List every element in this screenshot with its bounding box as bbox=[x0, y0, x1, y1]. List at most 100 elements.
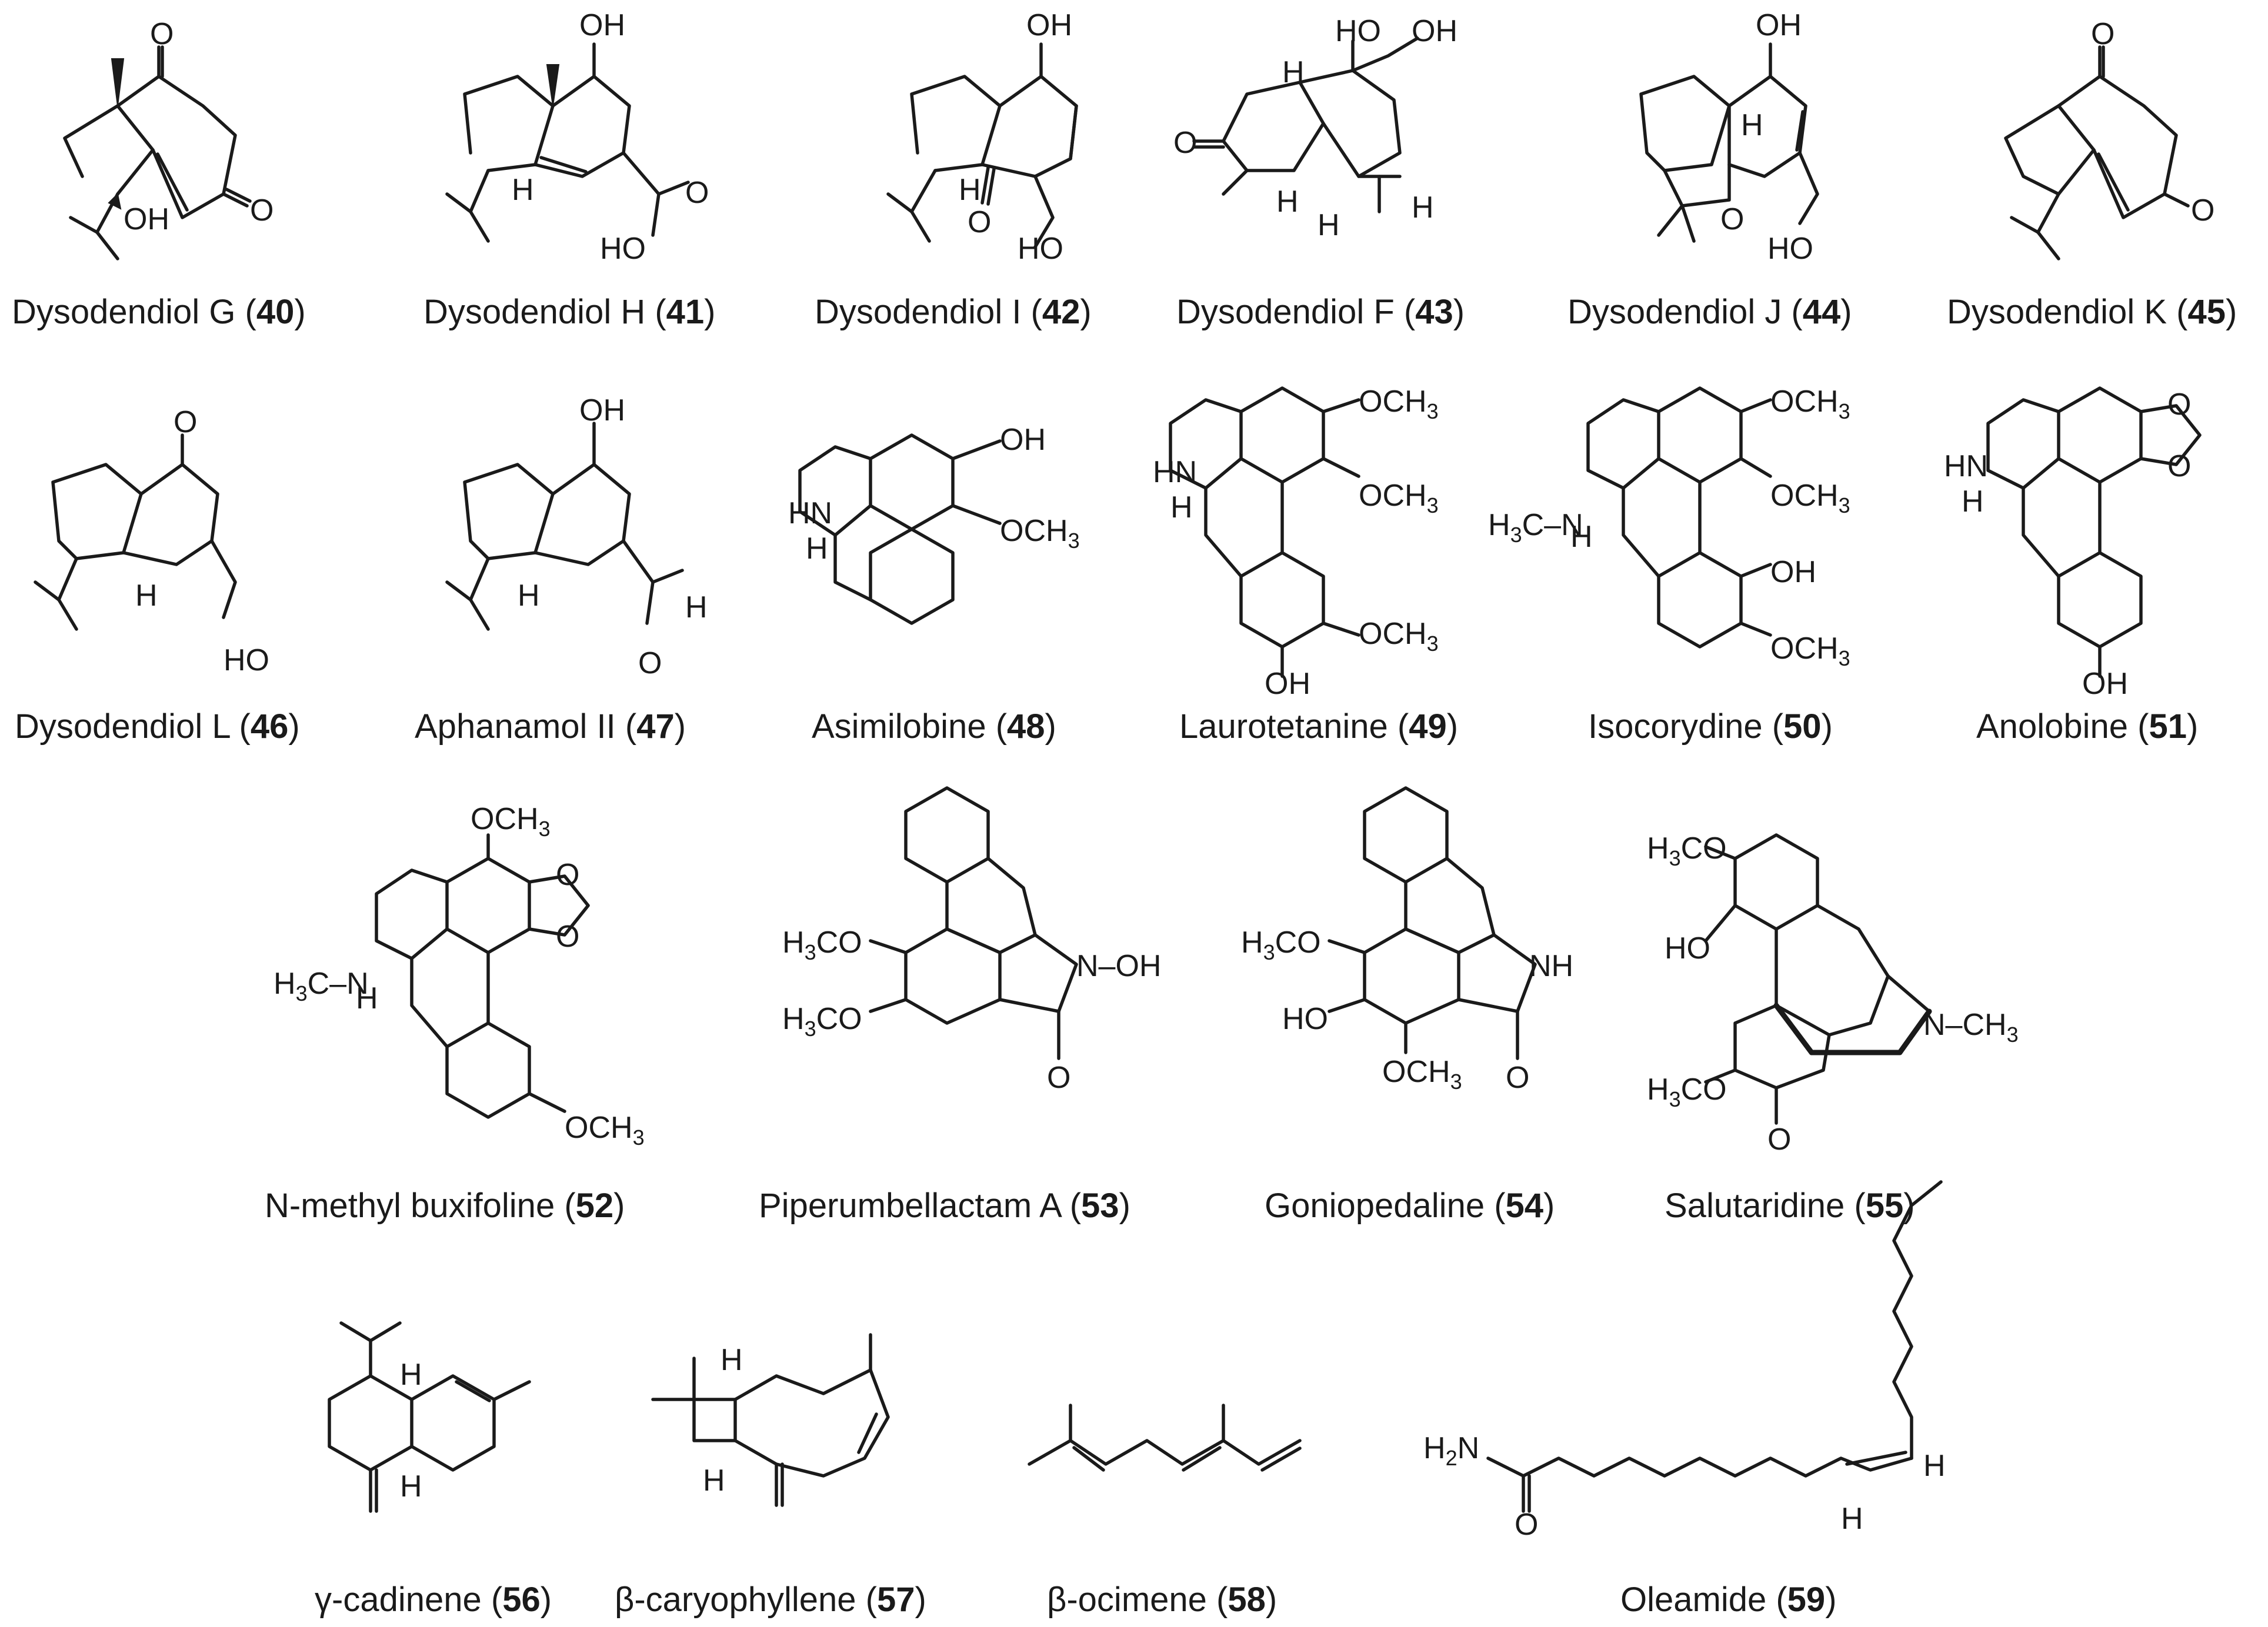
atom-oh: OH bbox=[1770, 555, 1816, 589]
atom-h: H bbox=[703, 1464, 725, 1498]
atom-ho: HO bbox=[1335, 14, 1381, 48]
structure-53: H3CO H3CO N–OH O bbox=[782, 786, 1161, 1095]
atom-h: H bbox=[1741, 108, 1763, 142]
atom-h3c-n: H3C–N bbox=[274, 967, 369, 1005]
caption-59: Oleamide (59) bbox=[1620, 1581, 1837, 1619]
atom-o: O bbox=[174, 405, 197, 439]
atom-h: H bbox=[1282, 55, 1305, 89]
atom-h: H bbox=[1923, 1449, 1946, 1483]
atom-h: H bbox=[400, 1469, 422, 1504]
caption-48: Asimilobine (48) bbox=[812, 707, 1056, 746]
structure-57: H H bbox=[651, 1333, 890, 1507]
caption-58: β-ocimene (58) bbox=[1047, 1581, 1277, 1619]
atom-ho: HO bbox=[600, 232, 646, 266]
atom-h: H bbox=[356, 981, 378, 1015]
structure-58 bbox=[1028, 1404, 1302, 1472]
structure-54: H3CO HO OCH3 NH O bbox=[1241, 786, 1573, 1095]
structure-59: H2N O H H bbox=[1423, 1180, 1946, 1542]
structure-46: O H HO bbox=[34, 405, 269, 677]
structure-50: OCH3 OCH3 OH OCH3 H3C–N H bbox=[1488, 385, 1850, 670]
caption-57: β-caryophyllene (57) bbox=[615, 1581, 926, 1619]
atom-o: O bbox=[250, 193, 274, 228]
caption-51: Anolobine (51) bbox=[1976, 707, 2198, 746]
atom-oh: OH bbox=[1000, 423, 1046, 457]
atom-h3co: H3CO bbox=[782, 926, 862, 964]
atom-h: H bbox=[1170, 490, 1193, 524]
caption-53: Piperumbellactam A (53) bbox=[759, 1187, 1130, 1225]
structure-47: OH H H O bbox=[445, 393, 708, 680]
atom-oh: OH bbox=[1756, 8, 1802, 42]
structure-48: OH OCH3 HN H bbox=[788, 423, 1080, 625]
structure-56: H H bbox=[328, 1321, 531, 1513]
atom-och3: OCH3 bbox=[1359, 617, 1439, 656]
atom-h: H bbox=[1412, 191, 1434, 225]
atom-hn: HN bbox=[788, 496, 832, 530]
structure-42: OH H O HO bbox=[886, 8, 1078, 266]
structure-51: O O OH HN H bbox=[1944, 386, 2202, 701]
atom-ho: HO bbox=[1767, 232, 1813, 266]
atom-och3: OCH3 bbox=[565, 1111, 645, 1150]
atom-och3: OCH3 bbox=[1359, 479, 1439, 517]
atom-o: O bbox=[2167, 387, 2191, 422]
atom-o: O bbox=[1506, 1061, 1529, 1095]
atom-och3: OCH3 bbox=[1000, 514, 1080, 553]
atom-ho: HO bbox=[1282, 1002, 1328, 1036]
atom-ho: HO bbox=[1018, 232, 1063, 266]
atom-och3: OCH3 bbox=[1770, 385, 1850, 423]
caption-55: Salutaridine (55) bbox=[1665, 1187, 1915, 1225]
atom-och3: OCH3 bbox=[471, 802, 551, 841]
atom-o: O bbox=[556, 920, 579, 954]
atom-o: O bbox=[2091, 17, 2114, 51]
atom-hn: HN bbox=[1153, 455, 1197, 489]
atom-h: H bbox=[721, 1343, 743, 1377]
atom-h: H bbox=[400, 1358, 422, 1392]
atom-o: O bbox=[685, 176, 709, 210]
caption-54: Goniopedaline (54) bbox=[1265, 1187, 1555, 1225]
atom-h: H bbox=[1962, 485, 1984, 519]
atom-o: O bbox=[2191, 193, 2214, 228]
atom-h3co: H3CO bbox=[1647, 831, 1727, 870]
structure-44: OH H O HO bbox=[1639, 8, 1819, 266]
caption-46: Dysodendiol L (46) bbox=[15, 707, 300, 746]
atom-o: O bbox=[1720, 202, 1744, 236]
atom-h: H bbox=[1570, 520, 1593, 554]
atom-h2n: H2N bbox=[1423, 1431, 1479, 1470]
caption-45: Dysodendiol K (45) bbox=[1947, 293, 2237, 331]
atom-h: H bbox=[1276, 185, 1299, 219]
caption-50: Isocorydine (50) bbox=[1588, 707, 1833, 746]
caption-42: Dysodendiol I (42) bbox=[815, 293, 1092, 331]
atom-o: O bbox=[1047, 1061, 1070, 1095]
atom-oh: OH bbox=[1265, 667, 1310, 701]
atom-och3: OCH3 bbox=[1770, 479, 1850, 517]
atom-h: H bbox=[685, 590, 708, 624]
atom-h3c-n: H3C–N bbox=[1488, 508, 1583, 547]
atom-n-oh: N–OH bbox=[1076, 949, 1161, 983]
caption-43: Dysodendiol F (43) bbox=[1176, 293, 1465, 331]
atom-o: O bbox=[1173, 126, 1197, 160]
atom-oh: OH bbox=[579, 8, 625, 42]
atom-h: H bbox=[1841, 1502, 1863, 1536]
atom-ho: HO bbox=[1665, 931, 1710, 965]
caption-40: Dysodendiol G (40) bbox=[12, 293, 306, 331]
atom-o: O bbox=[556, 858, 579, 892]
atom-h: H bbox=[1318, 208, 1340, 242]
atom-h: H bbox=[518, 579, 540, 613]
structure-52: OCH3 O O OCH3 H3C–N H bbox=[274, 802, 645, 1150]
caption-47: Aphanamol II (47) bbox=[415, 707, 686, 746]
atom-hn: HN bbox=[1944, 449, 1988, 483]
atom-n-ch3: N–CH3 bbox=[1923, 1008, 2019, 1047]
atom-o: O bbox=[638, 646, 662, 680]
atom-h: H bbox=[512, 173, 534, 207]
caption-41: Dysodendiol H (41) bbox=[423, 293, 715, 331]
structure-41: OH H O HO bbox=[445, 8, 709, 266]
atom-o: O bbox=[1767, 1122, 1791, 1157]
atom-h: H bbox=[135, 579, 158, 613]
structure-43: O HO OH H H H H bbox=[1173, 14, 1457, 242]
caption-44: Dysodendiol J (44) bbox=[1567, 293, 1852, 331]
atom-o: O bbox=[968, 205, 991, 239]
atom-h3co: H3CO bbox=[1241, 926, 1321, 964]
caption-49: Laurotetanine (49) bbox=[1179, 707, 1458, 746]
atom-h3co: H3CO bbox=[1647, 1073, 1727, 1111]
atom-och3: OCH3 bbox=[1359, 385, 1439, 423]
atom-nh: NH bbox=[1529, 949, 1573, 983]
